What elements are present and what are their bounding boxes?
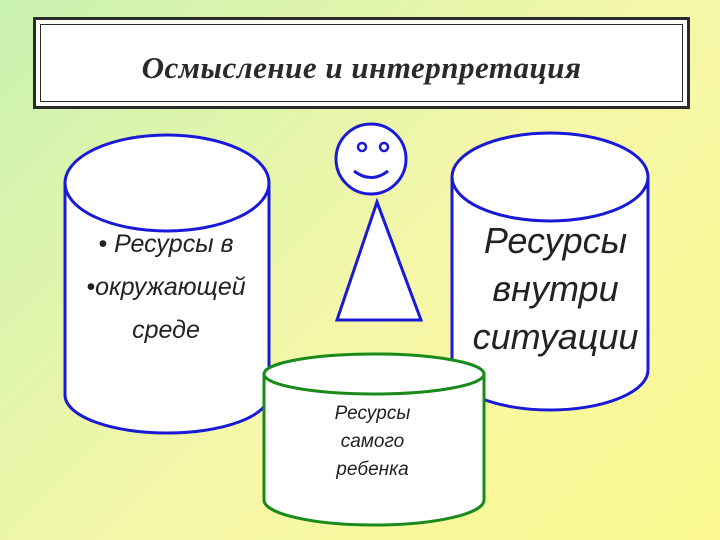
cylinder-child [262,352,486,527]
environment-line-3: среде [132,316,200,344]
situation-line-3: ситуации [472,316,639,357]
situation-line-2: внутри [492,268,619,309]
environment-line-1: • Ресурсы в [98,230,234,258]
smiley-face-icon [334,122,408,196]
diagram-title: Осмысление и интерпретация [141,50,582,85]
situation-resources-label: Ресурсы внутри ситуации [443,217,668,361]
child-resources-label: Ресурсы самого ребенка [290,400,455,484]
title-box: Осмысление и интерпретация [33,17,690,109]
cylinder-situation [450,131,650,412]
child-line-2: самого [340,431,405,452]
environment-resources-label: • Ресурсы в •окружающей среде [48,223,284,352]
child-line-1: Ресурсы [334,403,411,424]
situation-line-1: Ресурсы [483,220,628,261]
triangle-body-icon [334,197,424,322]
environment-line-2: •окружающей [86,273,246,301]
child-line-3: ребенка [336,459,409,480]
